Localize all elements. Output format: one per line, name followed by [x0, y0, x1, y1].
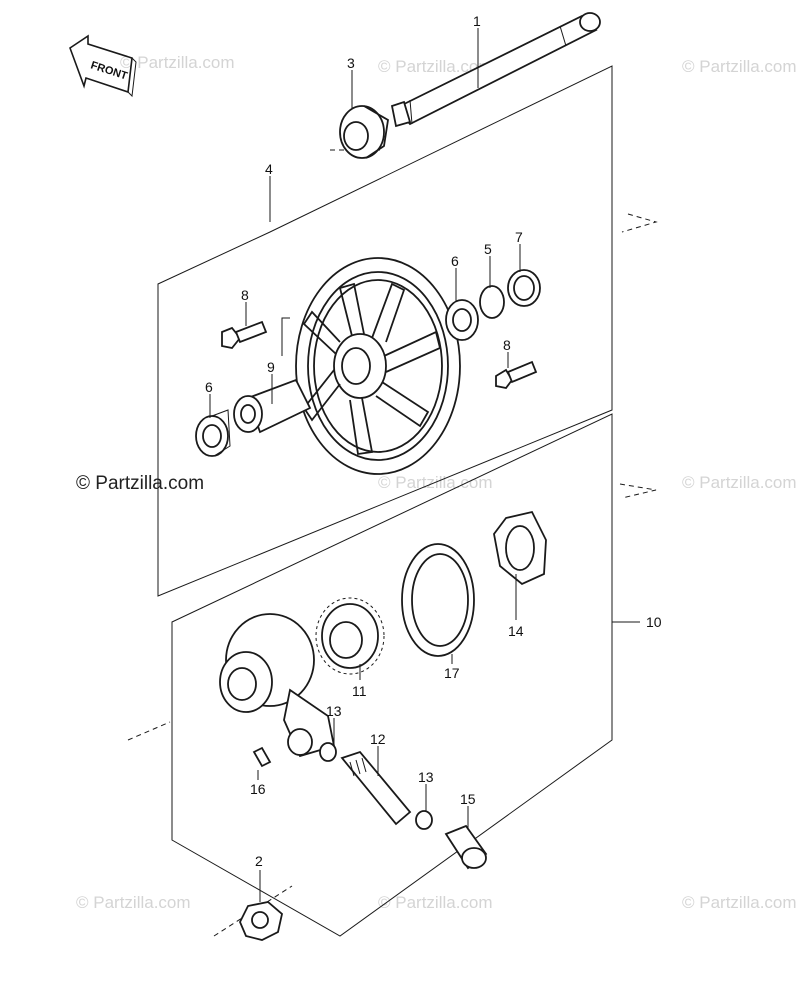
collar — [339, 105, 389, 159]
callout-7: 7 — [515, 229, 523, 245]
callout-8-upper: 8 — [241, 287, 249, 303]
pinion-shaft — [340, 750, 412, 826]
bushing — [444, 824, 488, 870]
callout-17: 17 — [444, 665, 460, 681]
callout-16: 16 — [250, 781, 266, 797]
watermark: © Partzilla.com — [682, 473, 797, 492]
callout-11: 11 — [352, 683, 367, 699]
watermark: © Partzilla.com — [76, 893, 191, 912]
watermark: © Partzilla.com — [378, 57, 493, 76]
gear-retainer — [493, 510, 547, 586]
callouts: 1 2 3 4 5 6 6 7 8 8 9 10 11 12 13 13 14 … — [205, 13, 662, 869]
bolt-lower-right — [495, 360, 538, 389]
callout-6-left: 6 — [205, 379, 213, 395]
callout-2: 2 — [255, 853, 263, 869]
callout-9: 9 — [267, 359, 275, 375]
gear-housing — [219, 613, 336, 758]
circlip — [479, 285, 505, 319]
drive-gear — [315, 597, 385, 675]
spacer — [233, 378, 312, 434]
watermark-main: © Partzilla.com — [76, 473, 204, 494]
axle — [390, 12, 601, 128]
callout-6-right: 6 — [451, 253, 459, 269]
watermark: © Partzilla.com — [682, 893, 797, 912]
callout-14: 14 — [508, 623, 524, 639]
bearing-right — [445, 299, 479, 341]
callout-4: 4 — [265, 161, 273, 177]
washer-lower — [415, 810, 433, 830]
axle-nut — [239, 901, 283, 941]
callout-13-lower: 13 — [418, 769, 434, 785]
callout-5: 5 — [484, 241, 492, 257]
callout-1: 1 — [473, 13, 481, 29]
callout-15: 15 — [460, 791, 476, 807]
watermark: © Partzilla.com — [682, 57, 797, 76]
wheel-spokes — [302, 282, 442, 456]
callout-10: 10 — [646, 614, 662, 630]
callout-13-upper: 13 — [326, 703, 342, 719]
wheel — [295, 257, 461, 475]
washer-upper — [319, 742, 337, 762]
callout-8-lower: 8 — [503, 337, 511, 353]
watermark: © Partzilla.com — [378, 893, 493, 912]
pin — [252, 746, 272, 768]
callout-3: 3 — [347, 55, 355, 71]
bearing-left — [195, 409, 231, 457]
callout-12: 12 — [370, 731, 386, 747]
watermark: © Partzilla.com — [120, 53, 235, 72]
bolt-upper-left — [221, 320, 268, 349]
oil-seal — [507, 269, 541, 307]
bearing-seal-ring — [401, 543, 475, 657]
leader-lines — [209, 28, 640, 902]
